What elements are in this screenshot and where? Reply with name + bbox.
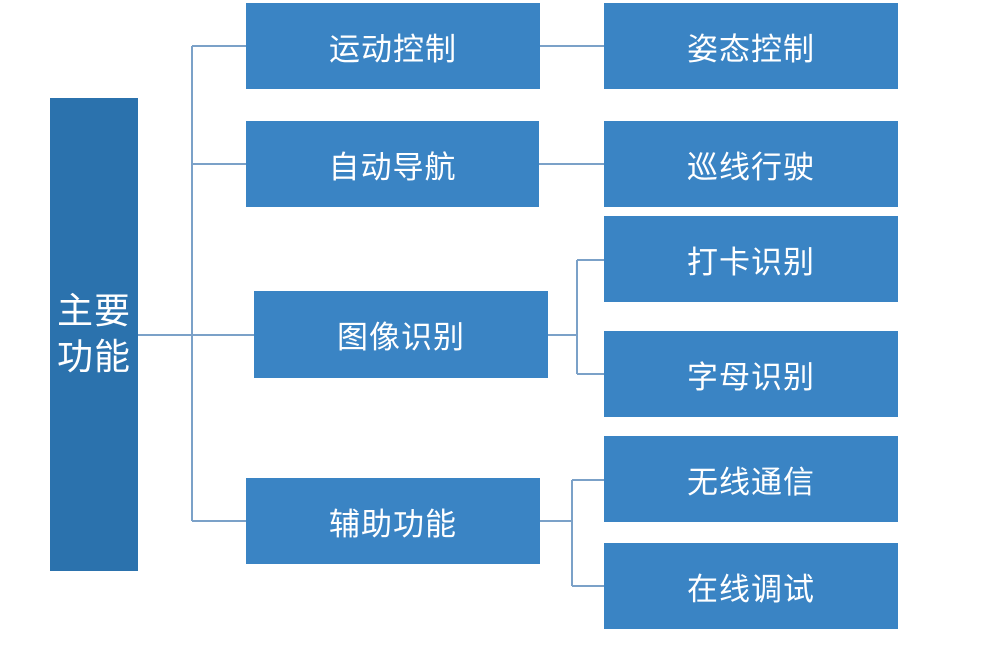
leaf-node-wireless-communication: 无线通信 (604, 436, 898, 522)
leaf-label: 打卡识别 (687, 244, 815, 281)
leaf-node-online-debugging: 在线调试 (604, 543, 898, 629)
branch-label: 运动控制 (329, 31, 457, 68)
leaf-label: 无线通信 (687, 464, 815, 501)
leaf-label: 姿态控制 (687, 31, 815, 68)
root-node: 主要功能 (50, 98, 138, 571)
leaf-label: 字母识别 (687, 359, 815, 396)
branch-node-auxiliary-functions: 辅助功能 (246, 478, 540, 564)
branch-label: 图像识别 (337, 320, 465, 356)
branch-node-image-recognition: 图像识别 (254, 291, 548, 378)
branch-node-motion-control: 运动控制 (246, 3, 540, 89)
leaf-label: 巡线行驶 (687, 149, 815, 186)
leaf-node-line-following: 巡线行驶 (604, 121, 898, 207)
root-label: 主要功能 (56, 290, 131, 378)
branch-label: 自动导航 (328, 149, 457, 186)
branch-label: 辅助功能 (329, 506, 457, 543)
leaf-node-letter-recognition: 字母识别 (604, 331, 898, 417)
branch-node-auto-navigation: 自动导航 (246, 121, 539, 207)
leaf-node-attitude-control: 姿态控制 (604, 3, 898, 89)
leaf-node-card-recognition: 打卡识别 (604, 216, 898, 302)
leaf-label: 在线调试 (687, 571, 815, 608)
